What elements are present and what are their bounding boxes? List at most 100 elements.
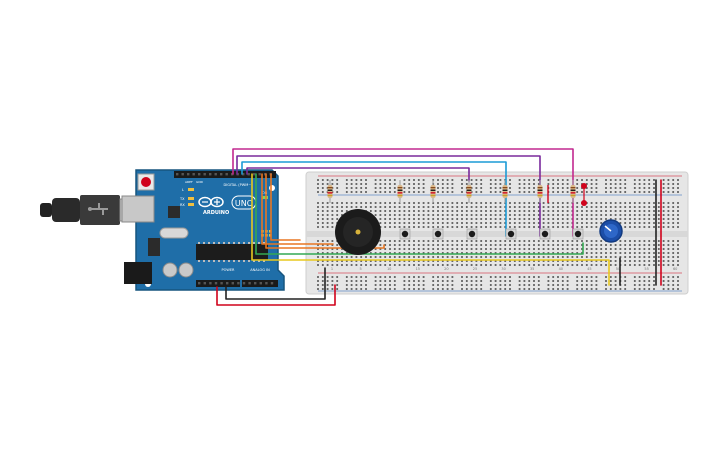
breadboard-hole bbox=[566, 210, 569, 212]
breadboard-hole bbox=[537, 218, 540, 220]
breadboard-hole bbox=[321, 187, 324, 189]
resistor[interactable] bbox=[570, 180, 576, 203]
push-button[interactable] bbox=[399, 228, 411, 240]
wire-black-ground[interactable] bbox=[225, 267, 326, 300]
power-pin-header[interactable] bbox=[196, 280, 240, 287]
resistor[interactable] bbox=[537, 180, 543, 203]
breadboard-hole bbox=[336, 248, 339, 250]
breadboard-hole bbox=[605, 244, 607, 246]
power-jack[interactable] bbox=[124, 262, 152, 284]
breadboard-hole bbox=[518, 210, 521, 212]
resistor-band bbox=[502, 189, 508, 191]
breadboard-hole bbox=[509, 284, 511, 286]
breadboard-hole bbox=[653, 280, 655, 282]
breadboard-hole bbox=[523, 222, 526, 224]
push-button-cap[interactable] bbox=[434, 230, 442, 238]
push-button[interactable] bbox=[572, 228, 584, 240]
column-number: 25 bbox=[473, 267, 477, 271]
chip-pin bbox=[223, 242, 225, 244]
wire-orange-3[interactable] bbox=[270, 173, 301, 241]
push-button-cap[interactable] bbox=[574, 230, 582, 238]
breadboard-hole bbox=[619, 206, 622, 208]
chip-pin bbox=[203, 242, 205, 244]
breadboard-hole bbox=[321, 214, 324, 216]
breadboard-hole bbox=[461, 226, 463, 228]
push-button[interactable] bbox=[466, 228, 478, 240]
breadboard-hole bbox=[336, 202, 339, 204]
breadboard-hole bbox=[499, 284, 502, 286]
breadboard-hole bbox=[581, 206, 583, 208]
breadboard-hole bbox=[403, 252, 406, 254]
push-button-cap[interactable] bbox=[401, 230, 409, 238]
breadboard-hole bbox=[408, 276, 411, 278]
resistor[interactable] bbox=[327, 180, 333, 203]
breadboard-hole bbox=[576, 260, 579, 262]
breadboard-hole bbox=[605, 187, 607, 189]
piezo-buzzer[interactable] bbox=[335, 209, 381, 255]
push-button-cap[interactable] bbox=[507, 230, 515, 238]
breadboard-hole bbox=[677, 226, 679, 228]
wire-yellow[interactable] bbox=[251, 173, 610, 286]
breadboard-hole bbox=[677, 218, 679, 220]
header-hole bbox=[270, 282, 274, 285]
resistor-band bbox=[570, 189, 576, 191]
breadboard-hole bbox=[653, 191, 655, 193]
breadboard-hole bbox=[456, 214, 459, 216]
breadboard-hole bbox=[648, 240, 651, 242]
breadboard-hole bbox=[677, 179, 679, 181]
breadboard-hole bbox=[590, 179, 593, 181]
breadboard-hole bbox=[648, 191, 651, 193]
breadboard-hole bbox=[360, 179, 363, 181]
push-button-cap[interactable] bbox=[468, 230, 476, 238]
breadboard-hole bbox=[581, 284, 583, 286]
gnd-label: GND bbox=[196, 180, 204, 184]
digital-pin-header[interactable] bbox=[174, 171, 276, 178]
wire-purple-short[interactable] bbox=[246, 167, 470, 182]
push-button-cap[interactable] bbox=[541, 230, 549, 238]
resistor[interactable] bbox=[502, 180, 508, 203]
breadboard-hole bbox=[417, 276, 420, 278]
potentiometer[interactable] bbox=[599, 219, 623, 243]
tx-led bbox=[188, 197, 194, 200]
breadboard-hole bbox=[609, 210, 612, 212]
wire-red-power[interactable] bbox=[216, 284, 336, 306]
resistor[interactable] bbox=[430, 180, 436, 203]
breadboard-hole bbox=[633, 183, 636, 185]
breadboard-hole bbox=[504, 288, 507, 290]
wire-orange-buzzer-2[interactable] bbox=[265, 173, 385, 249]
breadboard-hole bbox=[590, 244, 593, 246]
breadboard-hole bbox=[542, 206, 545, 208]
breadboard-hole bbox=[326, 226, 329, 228]
breadboard-hole bbox=[504, 252, 507, 254]
push-button[interactable] bbox=[539, 228, 551, 240]
resistor[interactable] bbox=[397, 180, 403, 203]
breadboard-hole bbox=[499, 222, 502, 224]
breadboard-hole bbox=[585, 240, 588, 242]
push-button[interactable] bbox=[505, 228, 517, 240]
breadboard-hole bbox=[566, 218, 569, 220]
breadboard-hole bbox=[365, 206, 367, 208]
arduino-uno-board[interactable]: TX RX L ON ARDUINO UNO DIGITAL (PWM~) AR… bbox=[121, 169, 285, 291]
breadboard-hole bbox=[633, 191, 636, 193]
wire-orange-buzzer[interactable] bbox=[261, 173, 334, 245]
reset-button[interactable] bbox=[141, 177, 151, 187]
breadboard-hole bbox=[350, 280, 353, 282]
breadboard-hole bbox=[470, 222, 473, 224]
breadboard-hole bbox=[542, 226, 545, 228]
breadboard-hole bbox=[379, 183, 382, 185]
breadboard-hole bbox=[537, 252, 540, 254]
breadboard-hole bbox=[437, 260, 439, 262]
breadboard-hole bbox=[446, 206, 449, 208]
wire-cyan[interactable] bbox=[241, 161, 507, 237]
usb-port[interactable] bbox=[121, 195, 155, 223]
breadboard-hole bbox=[321, 276, 324, 278]
wire-green[interactable] bbox=[255, 173, 584, 255]
breadboard-hole bbox=[523, 202, 526, 204]
breadboard-hole bbox=[657, 210, 660, 212]
breadboard-hole bbox=[509, 222, 511, 224]
breadboard-hole bbox=[662, 226, 665, 228]
push-button[interactable] bbox=[432, 228, 444, 240]
breadboard-hole bbox=[393, 191, 396, 193]
resistor[interactable] bbox=[466, 180, 472, 203]
